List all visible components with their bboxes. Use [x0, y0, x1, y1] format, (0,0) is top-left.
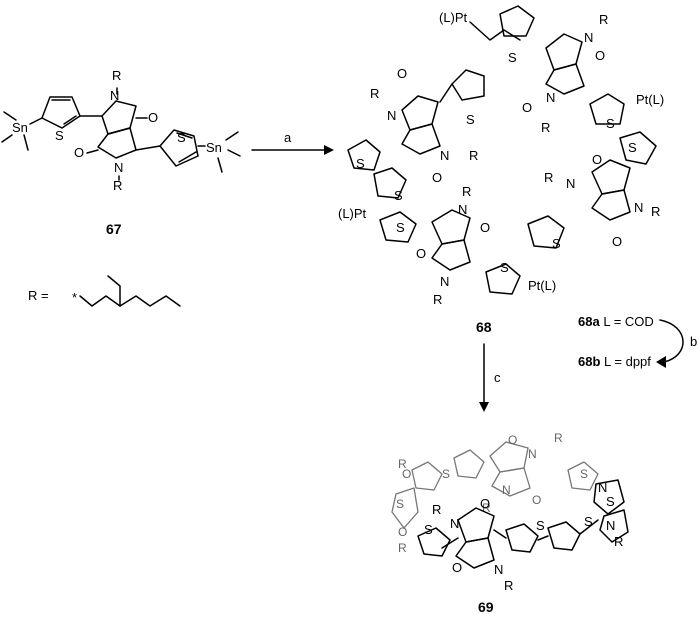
svg-text:N: N [584, 30, 593, 45]
svg-text:R: R [482, 501, 491, 515]
step-c-label: c [494, 370, 501, 385]
r-group-structure: * [72, 275, 181, 307]
arrow-c [479, 343, 489, 412]
svg-text:N: N [634, 200, 643, 215]
svg-text:O: O [480, 496, 490, 511]
svg-text:R: R [433, 292, 442, 307]
r-definition-label: R = [28, 288, 49, 303]
svg-text:O: O [402, 467, 411, 481]
svg-text:S: S [584, 514, 593, 529]
compound-67-structure: Sn S N R O O N R S Sn [1, 68, 241, 193]
step-b-label: b [690, 334, 697, 349]
svg-text:R: R [651, 204, 660, 219]
svg-text:S: S [508, 50, 517, 65]
compound-69-structure: O N R N R O S S O R S O R N S N R N R O … [391, 431, 629, 593]
svg-text:68b L = dppf: 68b L = dppf [578, 354, 651, 369]
svg-text:N: N [528, 447, 537, 461]
svg-text:Pt(L): Pt(L) [636, 92, 664, 107]
svg-text:O: O [532, 493, 541, 507]
svg-text:N: N [502, 483, 511, 497]
svg-text:N: N [546, 90, 555, 105]
svg-text:N: N [440, 274, 449, 289]
svg-text:O: O [612, 234, 622, 249]
atom-sn-right: Sn [206, 140, 222, 155]
svg-text:S: S [552, 236, 561, 251]
label-68b: 68b [578, 354, 600, 369]
label-68a-l: L = COD [603, 314, 653, 329]
svg-text:R: R [544, 170, 553, 185]
svg-text:O: O [480, 220, 490, 235]
svg-text:R: R [370, 86, 379, 101]
svg-text:R: R [504, 578, 513, 593]
svg-text:*: * [72, 290, 77, 305]
compound-68-structure: O N R N R O S (L)Pt S N R O O N R S Pt(L… [338, 5, 664, 307]
svg-text:N: N [566, 176, 575, 191]
atom-o-right: O [148, 110, 158, 125]
step-a-label: a [284, 130, 292, 145]
atom-n-bottom: N [114, 160, 123, 175]
svg-text:S: S [500, 260, 509, 275]
svg-text:R: R [614, 534, 623, 549]
svg-text:O: O [522, 100, 532, 115]
svg-text:N: N [387, 108, 396, 123]
svg-text:S: S [356, 156, 365, 171]
svg-text:N: N [606, 518, 615, 533]
svg-text:O: O [416, 246, 426, 261]
svg-text:S: S [396, 220, 405, 235]
compound-68-label: 68 [476, 319, 492, 335]
svg-text:S: S [394, 188, 403, 203]
svg-text:S: S [606, 116, 615, 131]
svg-text:N: N [494, 562, 503, 577]
svg-text:O: O [508, 433, 517, 447]
atom-s-right: S [177, 130, 186, 145]
svg-text:N: N [598, 480, 607, 495]
atom-r-top: R [112, 68, 121, 83]
svg-text:Pt(L): Pt(L) [528, 278, 556, 293]
svg-text:S: S [466, 112, 475, 127]
svg-text:O: O [397, 66, 407, 81]
svg-text:N: N [458, 202, 467, 217]
svg-text:O: O [595, 48, 605, 63]
atom-n-top: N [110, 88, 119, 103]
compound-69-label: 69 [478, 599, 494, 615]
svg-text:S: S [628, 140, 637, 155]
svg-text:R: R [554, 431, 563, 445]
svg-text:R: R [398, 457, 407, 471]
svg-text:S: S [442, 467, 450, 481]
svg-text:O: O [432, 170, 442, 185]
svg-text:68a L = COD: 68a L = COD [578, 314, 654, 329]
svg-text:S: S [580, 467, 588, 481]
arrow-a [251, 145, 334, 155]
arrow-b [656, 319, 684, 368]
svg-text:O: O [592, 152, 602, 167]
svg-text:S: S [396, 497, 404, 511]
atom-s-left: S [55, 128, 64, 143]
svg-text:R: R [469, 148, 478, 163]
svg-text:R: R [599, 12, 608, 27]
label-68b-l: L = dppf [604, 354, 651, 369]
svg-text:R: R [462, 184, 471, 199]
atom-sn-left: Sn [12, 120, 28, 135]
svg-text:S: S [536, 518, 545, 533]
svg-text:S: S [606, 494, 615, 509]
svg-text:O: O [452, 560, 462, 575]
compound-67-label: 67 [106, 221, 122, 237]
svg-text:N: N [440, 148, 449, 163]
svg-text:(L)Pt: (L)Pt [338, 206, 367, 221]
svg-text:R: R [541, 120, 550, 135]
atom-o-left: O [74, 145, 84, 160]
svg-text:(L)Pt: (L)Pt [439, 10, 468, 25]
svg-text:R: R [432, 502, 441, 517]
atom-r-bottom: R [113, 178, 122, 193]
svg-text:R: R [398, 541, 407, 555]
svg-text:O: O [398, 525, 407, 539]
svg-text:S: S [424, 522, 433, 537]
label-68a: 68a [578, 314, 600, 329]
svg-text:N: N [450, 516, 459, 531]
